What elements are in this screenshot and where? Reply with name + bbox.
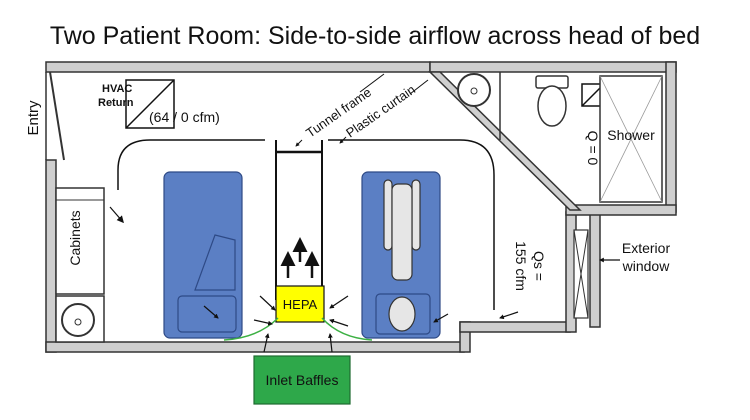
flow-arrow-bed-right bbox=[433, 313, 449, 323]
left-curtain-path bbox=[117, 139, 265, 190]
toilet bbox=[535, 75, 569, 127]
entry-door bbox=[45, 71, 65, 161]
room-walls bbox=[45, 61, 677, 353]
hepa-inflow-arrows bbox=[253, 295, 349, 353]
inlet-baffle-left bbox=[223, 317, 279, 341]
diagram-title: Two Patient Room: Side-to-side airflow a… bbox=[49, 22, 701, 50]
curtain-leader bbox=[409, 79, 429, 95]
patient-figure bbox=[383, 179, 421, 332]
tunnel-pointer-arrow bbox=[295, 139, 303, 147]
hepa-exhaust-arrows bbox=[280, 237, 320, 278]
shower bbox=[599, 75, 663, 203]
inlet-baffles-box bbox=[253, 355, 351, 405]
bathroom-diagonal-wall bbox=[428, 71, 582, 211]
tunnel-frame-leader bbox=[359, 73, 385, 93]
cabinets-label: Cabinets bbox=[67, 210, 83, 265]
flow-arrow-left-top bbox=[109, 206, 124, 224]
exterior-window-label-line2: window bbox=[622, 258, 671, 274]
qs-label-line1: Qs = bbox=[531, 251, 547, 281]
plastic-curtain-label: Plastic curtain bbox=[343, 82, 418, 141]
inlet-baffles-label: Inlet Baffles bbox=[266, 372, 339, 388]
flow-arrow-right-curtain bbox=[499, 311, 519, 320]
hepa-unit bbox=[275, 285, 325, 323]
tunnel-frame bbox=[275, 140, 323, 300]
hvac-return bbox=[125, 79, 175, 129]
hvac-flow-label: (64 / 0 cfm) bbox=[149, 109, 220, 125]
shower-label: Shower bbox=[607, 127, 655, 143]
hepa-label: HEPA bbox=[283, 297, 318, 312]
exterior-window-unit bbox=[573, 229, 589, 319]
sink-left bbox=[55, 295, 105, 343]
exterior-window-label-line1: Exterior bbox=[622, 240, 671, 256]
q-bath-label: Q = 0 bbox=[585, 131, 601, 166]
qs-label-line2: 155 cfm bbox=[513, 241, 529, 291]
flow-arrow-bed-left bbox=[203, 305, 219, 319]
right-curtain-path bbox=[328, 139, 495, 310]
bed-left bbox=[163, 171, 243, 339]
bathroom-sink bbox=[457, 73, 491, 107]
entry-label: Entry bbox=[25, 100, 42, 136]
inlet-baffle-right bbox=[321, 317, 373, 341]
hvac-label-line1: HVAC bbox=[102, 83, 132, 95]
hvac-label-line2: Return bbox=[98, 97, 134, 109]
cabinets bbox=[55, 187, 105, 295]
